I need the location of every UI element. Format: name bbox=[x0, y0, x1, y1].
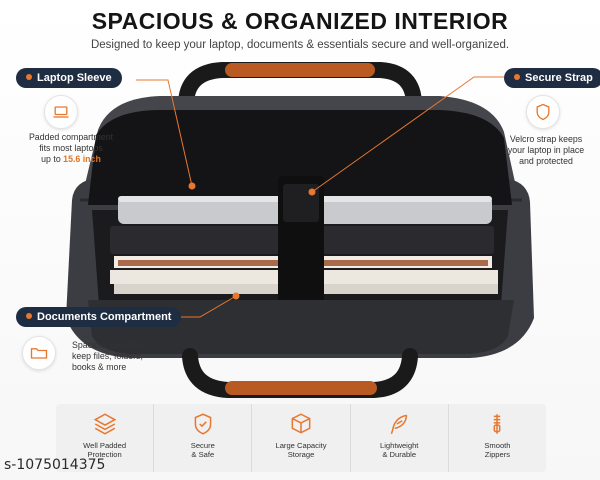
watermark-id: s-1075014375 bbox=[4, 457, 106, 473]
documents-compartment-description: Spacious pocket to keep files, folders, … bbox=[72, 340, 147, 372]
feature-padded-protection: Well Padded Protection bbox=[56, 404, 155, 472]
page-title: SPACIOUS & ORGANIZED INTERIOR bbox=[91, 8, 509, 34]
page-subtitle: Designed to keep your laptop, documents … bbox=[90, 39, 510, 51]
shield-icon bbox=[526, 95, 560, 129]
layers-icon bbox=[93, 413, 116, 435]
secure-strap-description: Velcro strap keeps your laptop in place … bbox=[507, 134, 585, 166]
feature-secure-safe: Secure & Safe bbox=[154, 404, 253, 472]
laptop-icon bbox=[44, 95, 78, 129]
laptop-sleeve-label: Laptop Sleeve bbox=[16, 68, 122, 88]
documents-compartment-label: Documents Compartment bbox=[16, 307, 182, 327]
feature-large-capacity: Large Capacity Storage bbox=[252, 404, 351, 472]
feature-lightweight-durable: Lightweight & Durable bbox=[351, 404, 449, 472]
accent-dot-icon bbox=[26, 313, 32, 319]
laptop-sleeve-description: Padded compartment fits most laptops up … bbox=[28, 132, 114, 164]
feature-bar: Well Padded Protection Secure & Safe Lar… bbox=[56, 404, 546, 472]
accent-dot-icon bbox=[26, 74, 32, 80]
shield-check-icon bbox=[194, 413, 212, 435]
box-icon bbox=[291, 413, 311, 434]
zipper-icon bbox=[493, 414, 501, 434]
feature-smooth-zippers: Smooth Zippers bbox=[449, 404, 546, 472]
secure-strap-label: Secure Strap bbox=[504, 68, 600, 88]
accent-dot-icon bbox=[514, 74, 520, 80]
feather-icon bbox=[390, 414, 408, 434]
folder-icon bbox=[22, 336, 56, 370]
